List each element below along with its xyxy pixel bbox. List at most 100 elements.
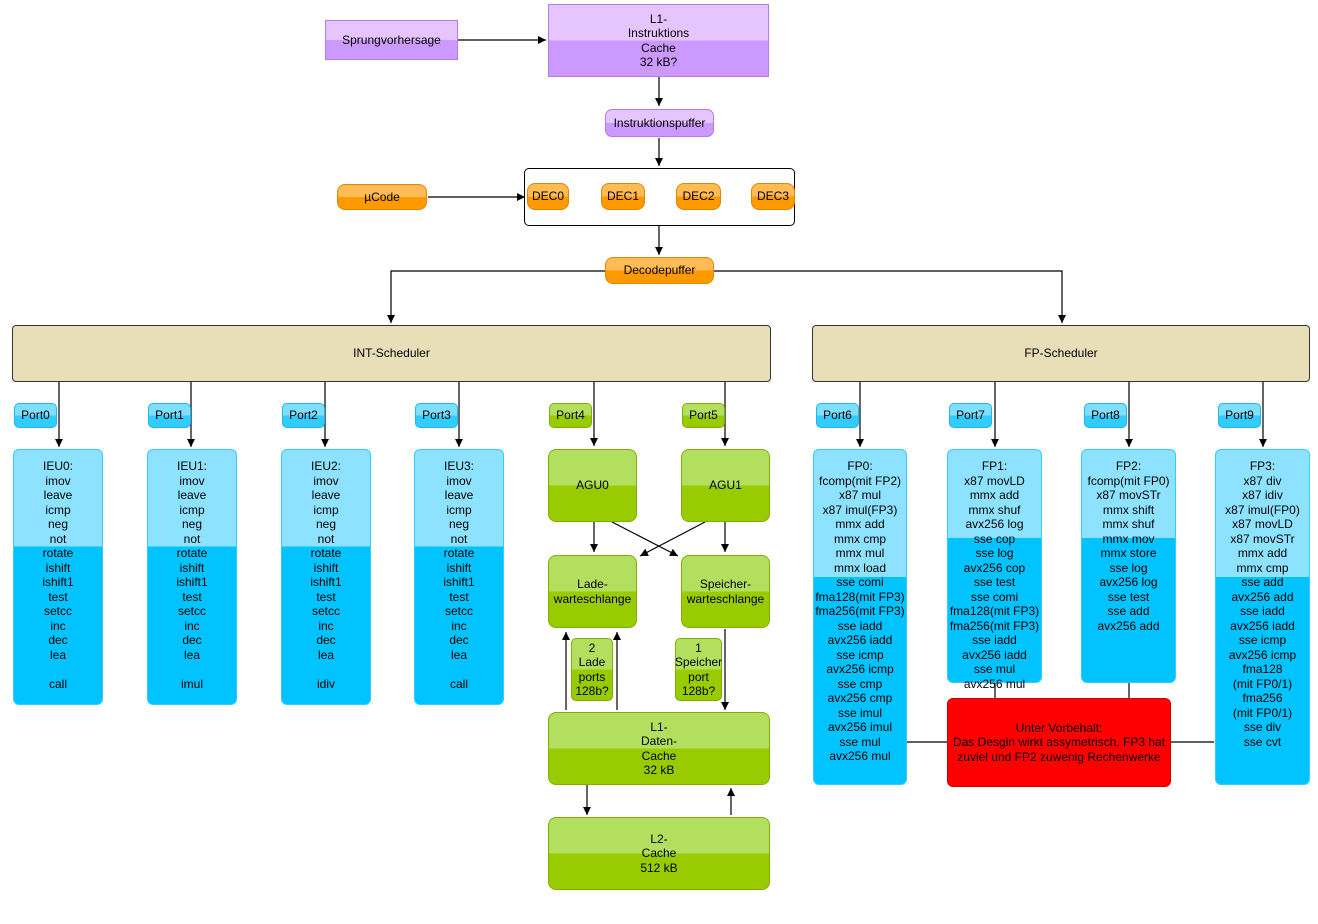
unit-line: fma256(mit FP3) <box>815 604 905 618</box>
unit-line: sse imul <box>837 705 882 720</box>
note-box: Unter Vorbehalt: Das Desgin wirkt assyme… <box>947 698 1171 787</box>
decoder-3: DEC3 <box>751 183 795 210</box>
l1-data-cache: L1- Daten- Cache 32 kB <box>548 712 770 785</box>
unit-line: test <box>449 589 469 604</box>
unit-line: FP3: <box>1249 459 1276 473</box>
unit-line: mmx cmp <box>834 531 886 546</box>
decode-buffer: Decodepuffer <box>605 257 714 284</box>
unit-line: x87 imul(FP3) <box>822 502 898 517</box>
unit-line: (mit FP0/1) <box>1232 705 1293 720</box>
load-ports-line: Lade <box>578 655 606 669</box>
load-queue: Lade- warteschlange <box>548 555 637 628</box>
unit-line: mmx add <box>969 488 1020 502</box>
l1i-line: L1- <box>649 11 668 26</box>
int-scheduler-label: INT-Scheduler <box>353 346 430 361</box>
load-ports: 2 Lade ports 128b? <box>571 638 613 701</box>
unit-line: sse log <box>1109 560 1148 575</box>
port-label: Port3 <box>422 408 451 423</box>
unit-line: sse iadd <box>972 633 1017 647</box>
unit-line: sse comi <box>970 589 1019 604</box>
unit-line: x87 mul <box>838 488 882 502</box>
port-label: Port1 <box>155 408 184 423</box>
unit-line: ishift <box>179 560 205 575</box>
unit-line: sse add <box>1107 604 1150 618</box>
unit-line: avx256 iadd <box>962 647 1027 662</box>
unit-line: ishift1 <box>443 575 475 589</box>
decoder-label: DEC0 <box>531 189 564 204</box>
unit-line: test <box>48 589 68 604</box>
unit-line: call <box>449 676 468 691</box>
unit-line: ishift1 <box>42 575 74 589</box>
unit-line: leave <box>43 488 73 502</box>
port-5: Port5 <box>682 403 725 428</box>
unit-line: IEU1: <box>176 459 207 473</box>
unit-line: fcomp(mit FP2) <box>818 473 901 488</box>
port-3: Port3 <box>415 403 458 428</box>
unit-line: x87 div <box>1243 473 1282 488</box>
agu-0-label: AGU0 <box>576 478 609 493</box>
unit-line: avx256 log <box>965 517 1024 531</box>
store-port-line: Speicher <box>674 655 723 669</box>
unit-line: neg <box>47 517 69 531</box>
store-queue-line: Speicher- <box>699 577 752 591</box>
unit-line: mmx add <box>1237 546 1288 560</box>
unit-line: inc <box>318 618 334 633</box>
agu-1-label: AGU1 <box>709 478 742 493</box>
unit-line: fcomp(mit FP0) <box>1087 473 1170 488</box>
l2-line: 512 kB <box>640 860 678 875</box>
unit-line: test <box>182 589 202 604</box>
port-2: Port2 <box>282 403 325 428</box>
unit-line: imov <box>45 473 71 488</box>
load-queue-line: Lade- <box>577 577 608 591</box>
port-7: Port7 <box>949 403 992 428</box>
unit-line: mmx shuf <box>1102 517 1155 531</box>
unit-line: not <box>183 531 201 546</box>
load-queue-line: warteschlange <box>553 591 632 606</box>
unit-line: x87 movSTr <box>1096 488 1161 502</box>
unit-line: mmx shuf <box>968 502 1021 517</box>
unit-line: rotate <box>310 546 342 560</box>
note-line: Das Desgin wirkt assymetrisch, FP3 hat <box>952 735 1166 750</box>
l2-line: L2- <box>650 831 668 846</box>
unit-line: icmp <box>446 502 472 517</box>
unit-line: dec <box>316 633 336 647</box>
unit-line: mmx cmp <box>1236 560 1289 575</box>
fp-scheduler: FP-Scheduler <box>812 325 1310 382</box>
load-ports-line: 128b? <box>575 684 609 698</box>
unit-line: avx256 icmp <box>1228 647 1297 662</box>
unit-line: setcc <box>444 604 473 618</box>
unit-line: dec <box>182 633 202 647</box>
agu-0: AGU0 <box>548 449 637 522</box>
unit-line: lea <box>49 647 66 662</box>
unit-line: idiv <box>316 676 335 691</box>
port-8: Port8 <box>1084 403 1127 428</box>
unit-line: imov <box>179 473 205 488</box>
decoder-2: DEC2 <box>676 183 721 210</box>
unit-line: dec <box>48 633 68 647</box>
unit-line: lea <box>183 647 200 662</box>
unit-line: neg <box>448 517 470 531</box>
load-ports-line: 2 <box>588 640 596 655</box>
unit-line: leave <box>444 488 474 502</box>
port-0: Port0 <box>14 403 57 428</box>
unit-line: FP0: <box>847 459 873 473</box>
unit-line: sse log <box>975 546 1014 560</box>
unit-line: x87 movLD <box>1232 517 1293 531</box>
port-label: Port6 <box>823 408 852 423</box>
decode-buffer-label: Decodepuffer <box>623 263 696 278</box>
port-label: Port7 <box>956 408 985 423</box>
port-4: Port4 <box>549 403 592 428</box>
unit-line: avx256 mul <box>829 749 891 763</box>
unit-line: imov <box>446 473 472 488</box>
unit-line: fma128(mit FP3) <box>949 604 1040 618</box>
ucode-label: µCode <box>364 189 400 204</box>
unit-line: sse mul <box>973 662 1016 676</box>
l1d-line: L1- <box>650 719 668 734</box>
port-label: Port5 <box>689 408 718 423</box>
